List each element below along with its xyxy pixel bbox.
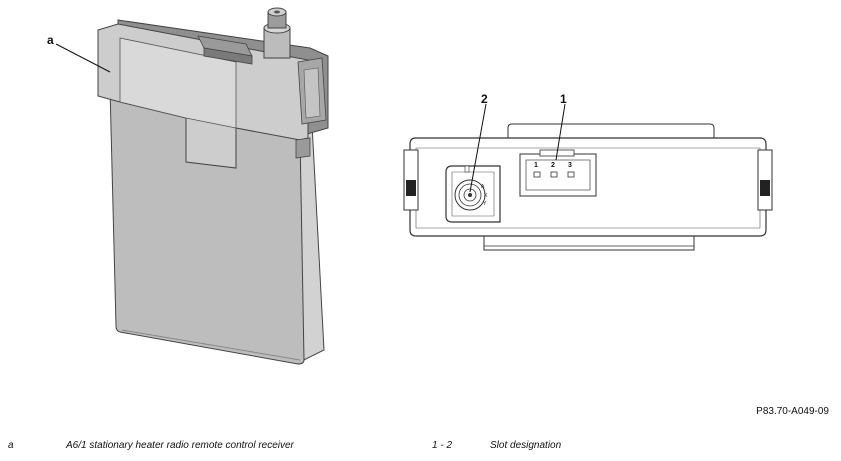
connector-slot-1: 1 2 3 <box>519 149 597 197</box>
legend-key-1-2: 1 - 2 <box>432 440 453 451</box>
antenna-mark-y: Y <box>483 201 487 207</box>
antenna-mark-a: A <box>481 184 485 190</box>
pin-label-1: 1 <box>534 162 538 169</box>
antenna-socket-3d <box>263 7 291 59</box>
callout-line-a <box>55 43 111 73</box>
callout-label-2: 2 <box>481 92 488 106</box>
antenna-mark-x: X <box>484 193 488 199</box>
callout-line-1 <box>555 103 566 161</box>
pin-label-3: 3 <box>568 162 572 169</box>
legend-text-1-2: Slot designation <box>490 440 562 451</box>
callout-label-a: a <box>47 33 54 47</box>
antenna-socket-slot-2: A X Y <box>445 165 501 223</box>
pin-label-2: 2 <box>551 162 555 169</box>
figure-reference-code: P83.70-A049-09 <box>756 406 829 417</box>
legend-key-a: a <box>8 440 14 451</box>
callout-label-1: 1 <box>560 92 567 106</box>
receiver-housing-3d <box>97 7 329 365</box>
receiver-front-view: 1 2 3 A X Y <box>403 123 773 251</box>
legend-text-a: A6/1 stationary heater radio remote cont… <box>66 440 294 451</box>
callout-line-2 <box>469 103 487 193</box>
